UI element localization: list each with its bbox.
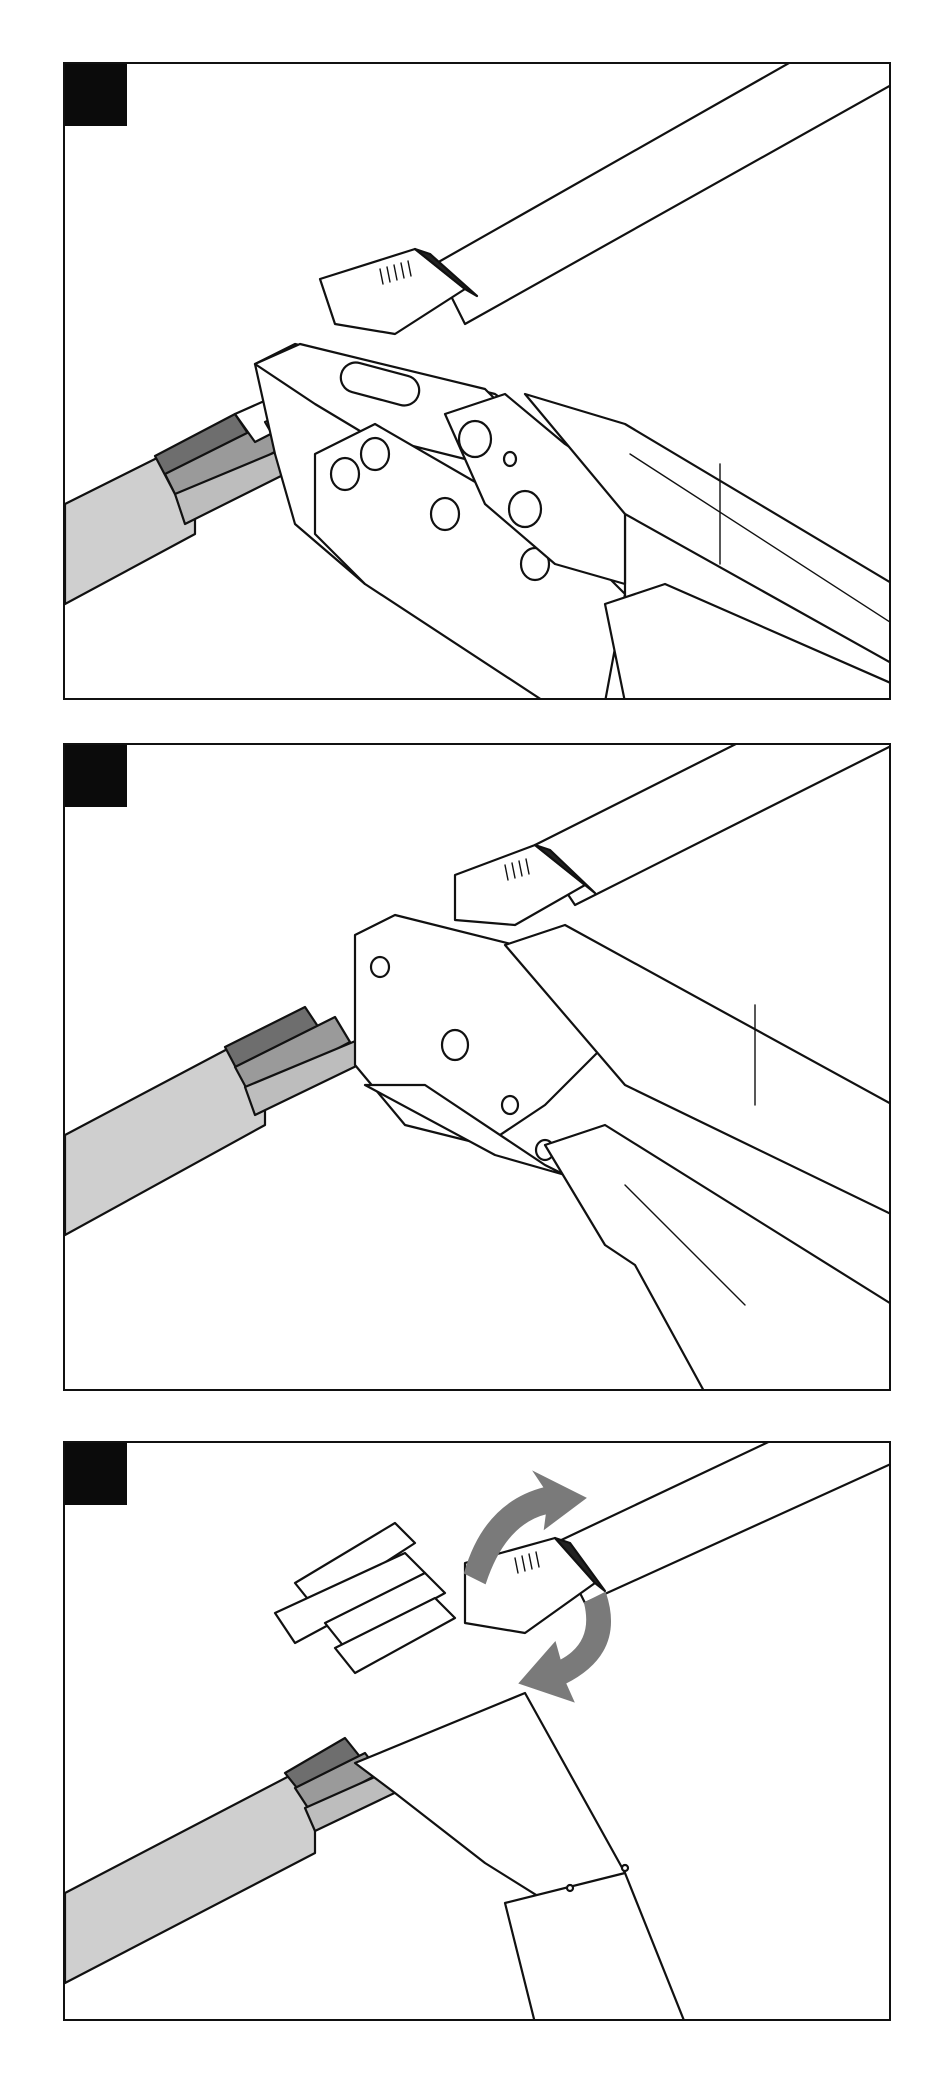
step-panel-1 bbox=[63, 62, 891, 700]
step-panel-2 bbox=[63, 743, 891, 1391]
tool-tip bbox=[355, 1693, 685, 2021]
crimp-illustration-closed bbox=[65, 745, 891, 1391]
terminal-block bbox=[275, 1523, 455, 1673]
background-cable bbox=[435, 64, 891, 324]
crimp-tool bbox=[255, 344, 891, 700]
assembled-connector-illustration bbox=[65, 1443, 891, 2021]
background-cable bbox=[555, 1443, 891, 1603]
foreground-cable bbox=[65, 1738, 405, 1983]
background-cable bbox=[535, 745, 891, 905]
foreground-cable bbox=[65, 1007, 375, 1235]
crimp-illustration-open bbox=[65, 64, 891, 700]
step-panel-3 bbox=[63, 1441, 891, 2021]
crimp-tool bbox=[355, 915, 891, 1391]
